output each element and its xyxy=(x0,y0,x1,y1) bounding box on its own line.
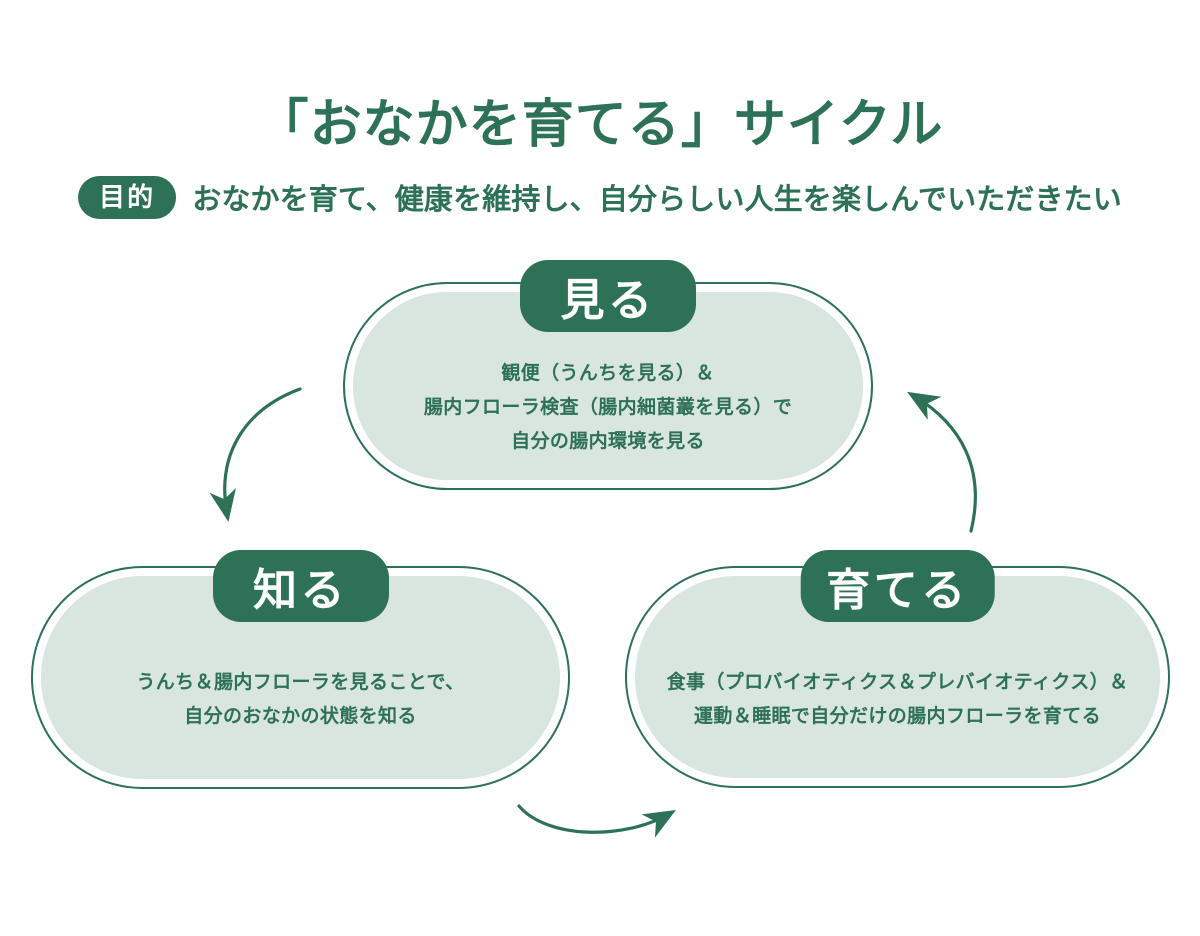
purpose-text: おなかを育て、健康を維持し、自分らしい人生を楽しんでいただきたい xyxy=(192,184,1122,217)
node-grow-badge: 育てる xyxy=(800,550,995,622)
node-know-description: うんち＆腸内フローラを見ることで、 自分のおなかの状態を知る xyxy=(31,623,570,777)
node-grow-description: 食事（プロバイオティクス＆プレバイオティクス）＆ 運動＆睡眠で自分だけの腸内フロ… xyxy=(625,623,1170,776)
cycle-node-see: 見る 観便（うんちを見る）＆ 腸内フローラ検査（腸内細菌叢を見る）で 自分の腸内… xyxy=(343,260,873,490)
arrow-know-to-grow xyxy=(517,804,676,838)
node-see-line-3: 自分の腸内環境を見る xyxy=(511,431,705,452)
page-title: 「おなかを育てる」サイクル xyxy=(256,96,944,154)
arrow-grow-to-see xyxy=(907,391,977,533)
node-see-badge: 見る xyxy=(520,260,696,332)
node-know-line-1: うんち＆腸内フローラを見ることで、 xyxy=(136,672,465,693)
node-know-line-2: 自分のおなかの状態を知る xyxy=(184,706,417,727)
node-see-line-1: 観便（うんちを見る）＆ xyxy=(501,363,715,384)
node-see-description: 観便（うんちを見る）＆ 腸内フローラ検査（腸内細菌叢を見る）で 自分の腸内環境を… xyxy=(343,338,873,478)
purpose-row: 目的 おなかを育て、健康を維持し、自分らしい人生を楽しんでいただきたい xyxy=(78,176,1122,219)
node-grow-line-2: 運動＆睡眠で自分だけの腸内フローラを育てる xyxy=(694,705,1101,727)
purpose-badge: 目的 xyxy=(78,176,177,219)
cycle-node-grow: 育てる 食事（プロバイオティクス＆プレバイオティクス）＆ 運動＆睡眠で自分だけの… xyxy=(625,550,1170,788)
cycle-node-know: 知る うんち＆腸内フローラを見ることで、 自分のおなかの状態を知る xyxy=(31,550,570,789)
node-know-badge: 知る xyxy=(212,550,389,622)
node-see-line-2: 腸内フローラ検査（腸内細菌叢を見る）で xyxy=(423,397,793,418)
arrow-see-to-know xyxy=(209,387,302,522)
node-grow-line-1: 食事（プロバイオティクス＆プレバイオティクス）＆ xyxy=(666,671,1129,693)
